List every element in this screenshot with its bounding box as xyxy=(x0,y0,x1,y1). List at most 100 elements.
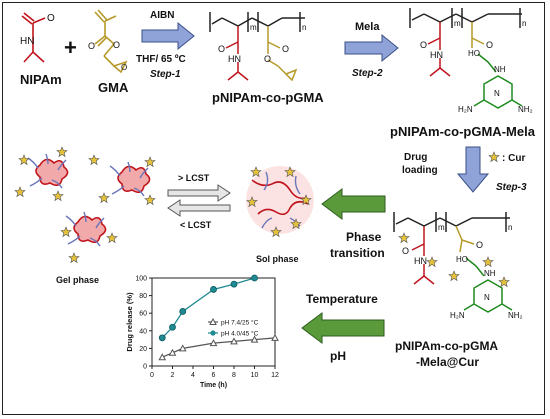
cur-star-icon xyxy=(52,190,64,201)
mela-ring-n: N xyxy=(494,89,500,98)
legend-marker xyxy=(210,330,216,336)
cur-polymer-ho: HO xyxy=(456,255,468,264)
cur-star-icon xyxy=(448,270,460,281)
y-axis-label: Drug release (%) xyxy=(125,292,134,352)
cur-star-icon xyxy=(14,186,26,197)
step1-reagent: AIBN xyxy=(150,10,174,21)
y-tick-label: 100 xyxy=(135,276,147,283)
series-point xyxy=(178,344,187,352)
cur-star-icon xyxy=(144,194,156,205)
cur-polymer-gma-o: O xyxy=(476,240,483,250)
x-tick-label: 10 xyxy=(251,372,259,379)
cur-legend-label: : Cur xyxy=(502,153,525,164)
cur-polymer-h2n: H₂N xyxy=(450,311,465,320)
series-point xyxy=(158,334,166,342)
copolymer-label: pNIPAm-co-pGMA xyxy=(212,90,324,105)
plus-sign: + xyxy=(64,35,77,60)
step1-conditions: THF/ 65 ºC xyxy=(136,54,186,65)
cur-polymer-ring-n: N xyxy=(484,293,490,302)
mela-nipam-nh: HN xyxy=(430,50,443,60)
series-point xyxy=(209,339,218,347)
nipam-oxygen: O xyxy=(47,13,55,24)
legend-label: pH 7.4/25 °C xyxy=(221,319,259,327)
cur-star-icon xyxy=(426,256,438,267)
copolymer-nipam-nh: HN xyxy=(228,54,241,64)
copolymer-gma-o2: O xyxy=(264,54,271,64)
y-tick-label: 20 xyxy=(139,346,147,353)
cur-polymer-nh-linker: NH xyxy=(484,269,496,278)
cur-polymer-structure xyxy=(393,212,513,313)
phase-transition-line1: Phase xyxy=(346,230,382,244)
step2-arrow xyxy=(344,33,399,63)
x-tick-label: 2 xyxy=(171,372,175,379)
x-axis-label: Time (h) xyxy=(200,382,227,389)
x-tick-label: 8 xyxy=(232,372,236,379)
cur-star-icon xyxy=(18,154,30,165)
mela-sub-n: n xyxy=(522,19,526,28)
lcst-arrows xyxy=(167,184,231,217)
step2-label: Step-2 xyxy=(352,68,383,79)
mela-polymer-structure xyxy=(409,8,523,109)
sol-phase-label: Sol phase xyxy=(256,254,299,264)
y-tick-label: 80 xyxy=(139,293,147,300)
nipam-nh: HN xyxy=(20,36,34,47)
series-point xyxy=(158,353,167,361)
cur-star-icon xyxy=(482,256,494,267)
series-point xyxy=(168,348,177,356)
series-point xyxy=(210,286,217,293)
step3-label: Step-3 xyxy=(496,182,527,193)
gma-epoxy-o: O xyxy=(121,63,127,72)
mela-sub-m: m xyxy=(454,19,461,28)
cur-polymer-nh2: NH₂ xyxy=(508,311,523,320)
gel-cluster-3 xyxy=(65,211,107,247)
copolymer-structure xyxy=(209,12,305,82)
cur-polymer-label-line2: -Mela@Cur xyxy=(416,355,479,369)
copolymer-sub-m: m xyxy=(250,23,257,32)
gel-cluster-2 xyxy=(109,161,151,197)
y-tick-label: 60 xyxy=(139,311,147,318)
cur-star-icon xyxy=(98,192,110,203)
cur-star-icon xyxy=(106,232,118,243)
x-tick-label: 12 xyxy=(271,372,279,379)
gma-structure xyxy=(94,9,128,74)
copolymer-sub-n: n xyxy=(302,23,306,32)
mela-ho: HO xyxy=(468,49,480,58)
gel-phase-label: Gel phase xyxy=(56,275,99,285)
figure-border xyxy=(2,2,545,415)
phase-transition-arrow xyxy=(321,188,386,220)
cur-polymer-sub-n: n xyxy=(508,223,512,232)
y-tick-label: 40 xyxy=(139,328,147,335)
mela-h2n: H₂N xyxy=(458,105,473,114)
gma-label: GMA xyxy=(98,80,129,95)
cur-polymer-sub-m: m xyxy=(438,223,445,232)
gel-cluster-1 xyxy=(27,153,69,189)
above-lcst-label: > LCST xyxy=(178,173,210,183)
cur-legend-star-icon xyxy=(488,151,500,162)
series-point xyxy=(179,308,187,315)
gma-ester-o: O xyxy=(113,40,120,50)
step1-arrow xyxy=(141,21,195,51)
cur-polymer-nipam-nh: HN xyxy=(414,256,427,266)
x-tick-label: 4 xyxy=(191,372,195,379)
cur-star-icon xyxy=(398,232,410,243)
legend-marker xyxy=(209,317,217,325)
step2-reagent: Mela xyxy=(355,21,380,33)
step1-label: Step-1 xyxy=(150,69,181,80)
mela-nh-linker: NH xyxy=(494,65,506,74)
x-tick-label: 0 xyxy=(150,372,154,379)
legend-label: pH 4.0/45 °C xyxy=(221,330,259,338)
cur-star-icon xyxy=(88,154,100,165)
gma-carbonyl-o: O xyxy=(88,41,95,51)
mela-nipam-o: O xyxy=(420,40,427,50)
series-point xyxy=(230,280,238,288)
cur-star-icon xyxy=(498,276,510,287)
nipam-label: NIPAm xyxy=(20,72,62,87)
step3-line1: Drug xyxy=(404,152,427,163)
ph-label: pH xyxy=(330,349,346,363)
cur-star-icon xyxy=(144,156,156,167)
cur-star-icon xyxy=(56,146,68,157)
step3-line2: loading xyxy=(402,165,438,176)
